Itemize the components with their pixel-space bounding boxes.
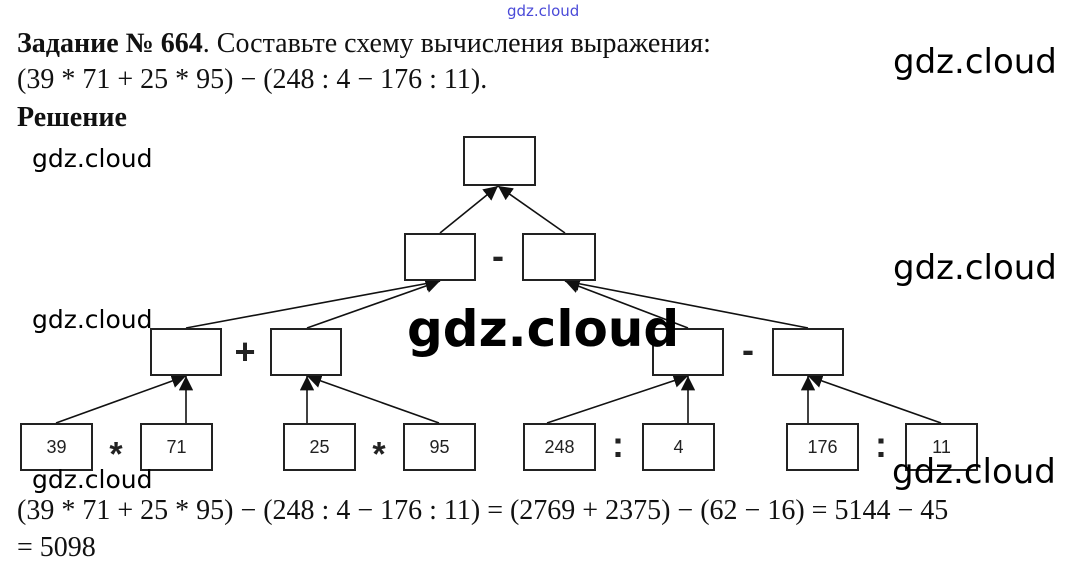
operator-multiply: * (372, 435, 386, 474)
watermark: gdz.cloud (32, 144, 153, 173)
watermark: gdz.cloud (893, 248, 1057, 288)
arrow (185, 276, 441, 329)
task-text: . Составьте схему вычисления выражения: (202, 28, 711, 59)
leaf-box: 248 (523, 423, 596, 471)
operator-divide: : (612, 424, 624, 465)
left-sum-box (404, 233, 476, 281)
product-box-1 (150, 328, 222, 376)
leaf-box: 71 (140, 423, 213, 471)
leaf-box: 176 (786, 423, 859, 471)
operator-minus-top: - (492, 235, 504, 276)
watermark: gdz.cloud (892, 452, 1056, 492)
leaf-box: 25 (283, 423, 356, 471)
quotient-box-1 (652, 328, 724, 376)
arrow (439, 185, 499, 234)
operator-multiply: * (109, 435, 123, 474)
operator-divide: : (875, 424, 887, 465)
leaf-box: 95 (403, 423, 476, 471)
watermark: gdz.cloud (893, 42, 1057, 82)
right-diff-box (522, 233, 596, 281)
solution-heading: Решение (17, 102, 127, 133)
arrow (807, 374, 942, 424)
watermark-top-small: gdz.cloud (507, 2, 580, 20)
result-box (463, 136, 536, 186)
leaf-box: 11 (905, 423, 978, 471)
arrow (55, 374, 187, 424)
watermark-center: gdz.cloud (407, 300, 680, 358)
arrow (306, 374, 440, 424)
watermark: gdz.cloud (32, 465, 153, 494)
arrow (497, 185, 566, 234)
arrow (306, 279, 441, 329)
quotient-box-2 (772, 328, 844, 376)
operator-minus-right: - (742, 329, 754, 370)
operator-plus: + (234, 331, 256, 372)
task-expression: (39 * 71 + 25 * 95) − (248 : 4 − 176 : 1… (17, 64, 488, 95)
arrow (546, 373, 689, 424)
task-title: Задание № 664. Составьте схему вычислени… (17, 28, 711, 60)
answer-line-1: (39 * 71 + 25 * 95) − (248 : 4 − 176 : 1… (17, 495, 949, 526)
arrow (564, 279, 689, 329)
product-box-2 (270, 328, 342, 376)
answer-line-2: = 5098 (17, 532, 96, 563)
watermark: gdz.cloud (32, 305, 153, 334)
arrow (564, 276, 809, 329)
leaf-box: 39 (20, 423, 93, 471)
task-label: Задание № 664 (17, 28, 203, 59)
leaf-box: 4 (642, 423, 715, 471)
